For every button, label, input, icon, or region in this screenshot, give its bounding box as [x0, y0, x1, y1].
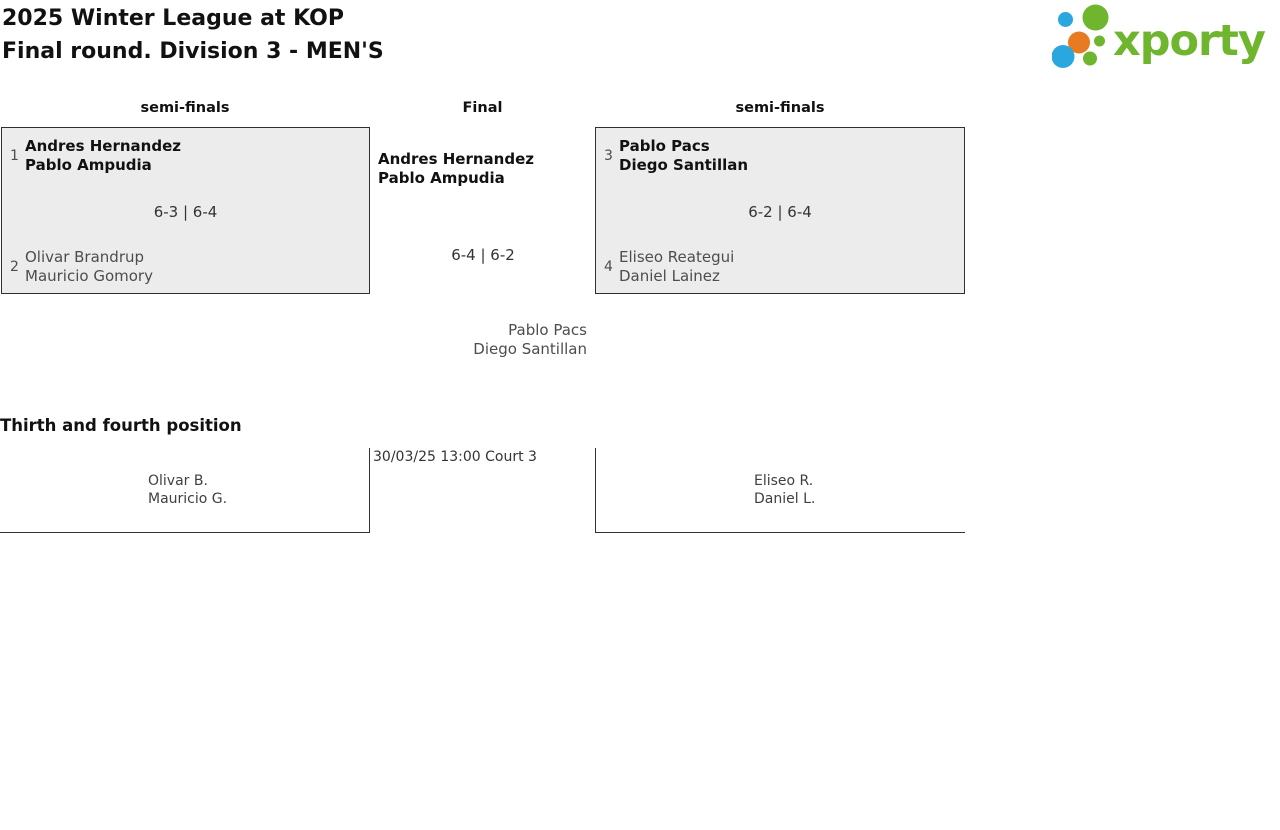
team-pair-loser: Eliseo Reategui Daniel Lainez: [619, 248, 734, 286]
player-name: Pablo Ampudia: [25, 156, 152, 174]
player-name: Eliseo Reategui: [619, 248, 735, 266]
player-name: Pablo Pacs: [508, 321, 587, 339]
tournament-title: 2025 Winter League at KOP: [2, 6, 344, 31]
player-name: Mauricio Gomory: [25, 267, 153, 285]
third-place-schedule: 30/03/25 13:00 Court 3: [373, 449, 537, 465]
final-match-score: 6-4 | 6-2: [451, 246, 515, 264]
team-pair-winner: Pablo Pacs Diego Santillan: [619, 137, 748, 175]
third-place-slot-right[interactable]: Eliseo R. Daniel L.: [595, 448, 965, 533]
third-place-slot-left[interactable]: Olivar B. Mauricio G.: [0, 448, 370, 533]
round-subtitle: Final round. Division 3 - MEN'S: [2, 39, 384, 64]
player-name: Daniel Lainez: [619, 267, 720, 285]
seed-number: 3: [604, 148, 613, 164]
match-score: 6-2 | 6-4: [748, 203, 812, 221]
final-winner-pair: Andres Hernandez Pablo Ampudia: [378, 150, 534, 188]
final-runnerup-pair: Pablo Pacs Diego Santillan: [473, 321, 587, 359]
logo-dot-orange: [1068, 31, 1090, 54]
team-pair-loser: Olivar Brandrup Mauricio Gomory: [25, 248, 153, 286]
logo-dot-green-large: [1082, 4, 1109, 31]
third-place-title: Thirth and fourth position: [0, 416, 242, 435]
player-name: Eliseo R.: [754, 473, 814, 489]
player-name: Olivar B.: [148, 473, 208, 489]
logo-dot-blue-large: [1051, 45, 1075, 68]
match-score: 6-3 | 6-4: [153, 203, 218, 221]
player-name: Olivar Brandrup: [25, 248, 145, 266]
logo-wordmark: xporty: [1113, 16, 1266, 66]
team-pair: Olivar B. Mauricio G.: [148, 473, 227, 508]
logo-dot-green-small-bottom: [1083, 51, 1097, 66]
xporty-logo[interactable]: xporty: [1051, 4, 1278, 70]
player-name: Diego Santillan: [619, 156, 749, 174]
player-name: Andres Hernandez: [25, 137, 181, 155]
player-name: Mauricio G.: [148, 490, 228, 507]
team-pair: Eliseo R. Daniel L.: [754, 473, 815, 508]
player-name: Pablo Pacs: [619, 137, 710, 155]
logo-dot-blue-small: [1058, 12, 1073, 27]
player-name: Pablo Ampudia: [378, 169, 505, 187]
player-name: Diego Santillan: [473, 340, 587, 358]
team-pair-winner: Andres Hernandez Pablo Ampudia: [25, 137, 181, 175]
column-header-semifinals-right: semi-finals: [735, 100, 825, 116]
match-card-semifinal-1[interactable]: 1 Andres Hernandez Pablo Ampudia 6-3 | 6…: [1, 127, 370, 294]
seed-number: 4: [604, 259, 613, 275]
column-header-final: Final: [462, 100, 503, 116]
player-name: Daniel L.: [754, 490, 816, 507]
page-title: 2025 Winter League at KOP Final round. D…: [2, 2, 384, 68]
match-card-semifinal-2[interactable]: 3 Pablo Pacs Diego Santillan 6-2 | 6-4 4…: [595, 127, 965, 294]
player-name: Andres Hernandez: [378, 150, 534, 168]
column-header-semifinals-left: semi-finals: [140, 100, 230, 116]
seed-number: 1: [10, 148, 19, 164]
seed-number: 2: [10, 259, 19, 275]
logo-dot-green-small-mid: [1094, 35, 1105, 47]
